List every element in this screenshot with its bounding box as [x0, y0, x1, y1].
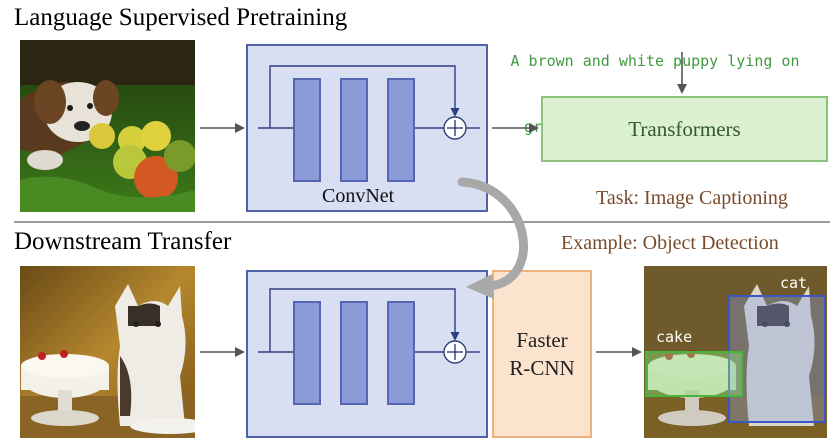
skip-connection-top [269, 65, 460, 128]
puppy-image [20, 40, 195, 212]
transfer-arrow-head [466, 274, 494, 299]
cake-bounding-box [645, 351, 743, 397]
task-label: Task: Image Captioning [596, 187, 788, 209]
cat-bounding-box [728, 295, 826, 423]
rcnn-label-line-1: Faster [516, 328, 568, 352]
section-divider [14, 221, 830, 223]
skip-connection-bottom [269, 288, 460, 352]
transfer-arrow [457, 177, 528, 291]
conv-layer-top-2 [340, 78, 368, 182]
transformers-block: Transformers [541, 96, 828, 162]
convnet-label: ConvNet [322, 185, 395, 207]
pretraining-title: Language Supervised Pretraining [14, 4, 348, 31]
conv-layer-top-3 [387, 78, 415, 182]
conv-layer-bottom-2 [340, 301, 368, 405]
transfer-title: Downstream Transfer [14, 228, 232, 255]
detection-result-image: cat cake [644, 266, 827, 438]
cat-bbox-label: cat [780, 274, 808, 292]
cake-bbox-label: cake [656, 328, 693, 346]
conv-layer-bottom-3 [387, 301, 415, 405]
conv-layer-top-1 [293, 78, 321, 182]
faster-rcnn-block: Faster R-CNN [492, 270, 592, 438]
example-label: Example: Object Detection [561, 232, 779, 254]
transformers-label: Transformers [628, 116, 741, 141]
rcnn-label-line-2: R-CNN [509, 356, 575, 380]
cat-image [20, 266, 195, 438]
conv-layer-bottom-1 [293, 301, 321, 405]
caption-line-1: A brown and white puppy lying on [510, 52, 800, 70]
